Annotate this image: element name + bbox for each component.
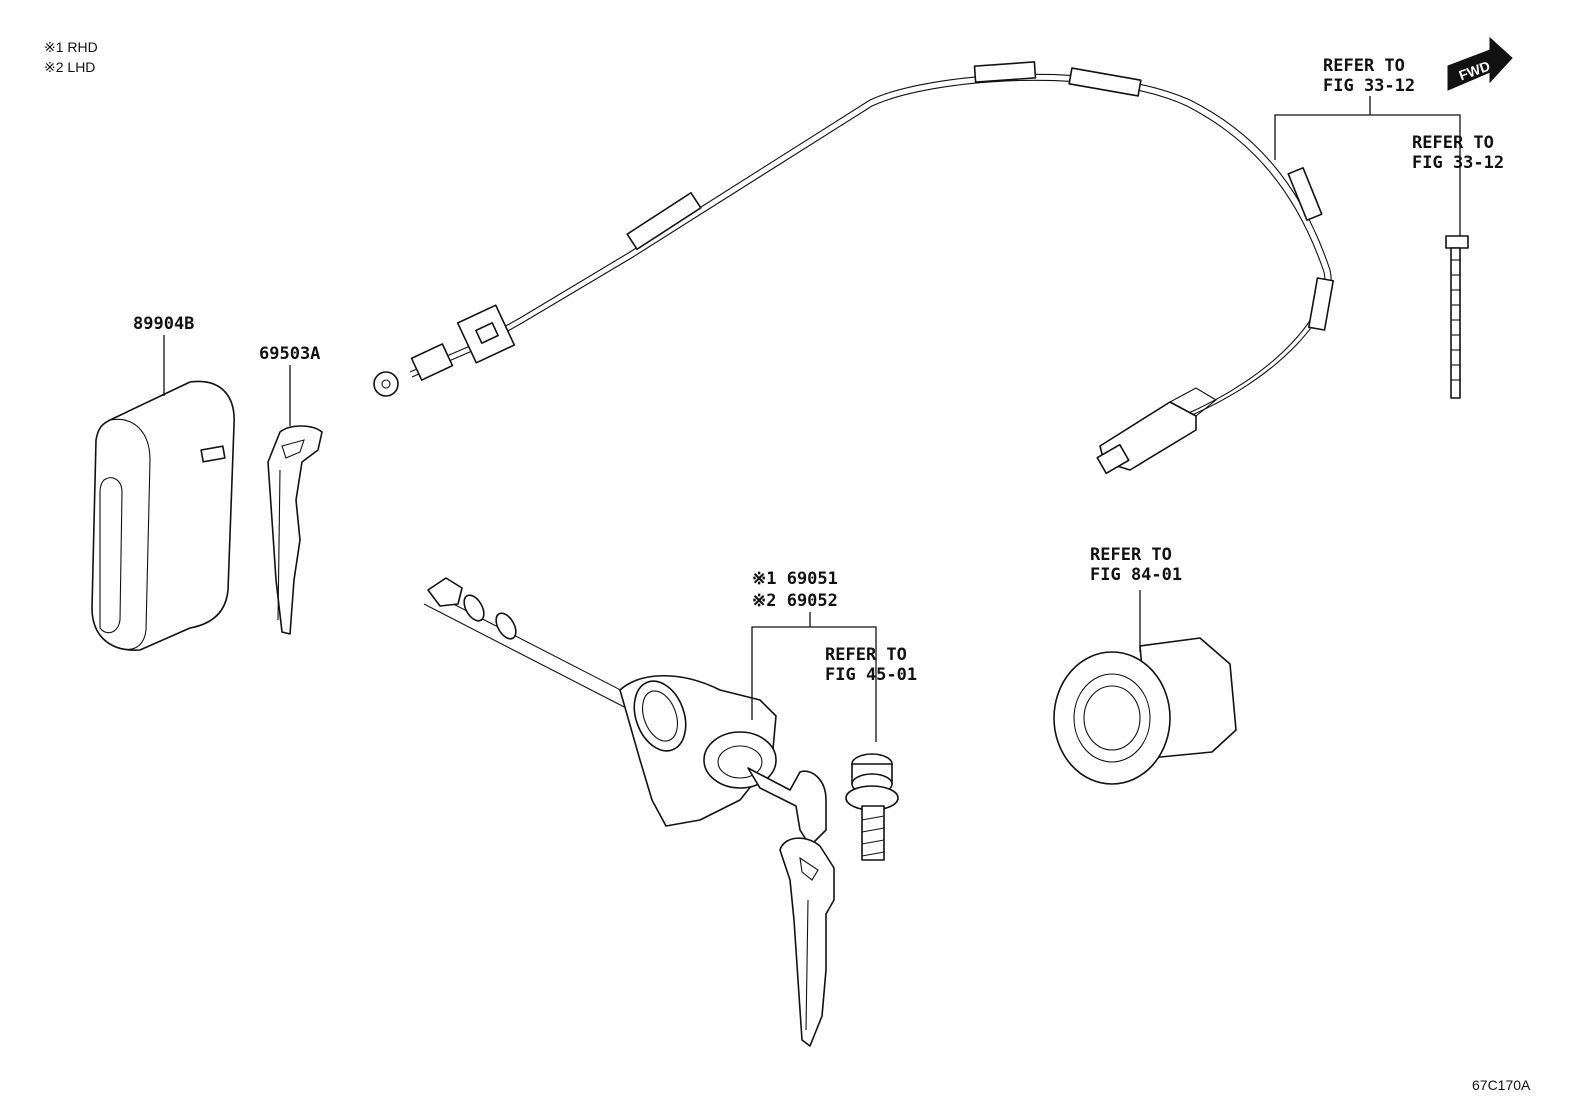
callout-line-fig-33-12 <box>1274 114 1461 236</box>
refer-fig-33-12-top-line2: FIG 33-12 <box>1323 76 1415 96</box>
part-number-69052: ※2 69052 <box>752 591 838 611</box>
push-start-switch <box>1053 637 1237 785</box>
legend-rhd: ※1 RHD <box>44 39 98 55</box>
cable-tie <box>1445 235 1469 399</box>
refer-fig-33-12-right-line1: REFER TO <box>1412 133 1494 153</box>
refer-fig-33-12-top-line1: REFER TO <box>1323 56 1405 76</box>
emergency-key <box>267 425 323 635</box>
refer-fig-45-01-line2: FIG 45-01 <box>825 665 917 685</box>
part-number-69051: ※1 69051 <box>752 569 838 589</box>
callout-line-69051 <box>751 626 877 742</box>
part-number-69503a: 69503A <box>259 344 320 364</box>
cable-assembly <box>373 61 1335 475</box>
refer-fig-84-01-line1: REFER TO <box>1090 545 1172 565</box>
screw <box>845 753 899 861</box>
door-lock-cylinder <box>423 577 835 1047</box>
refer-fig-33-12-right-line2: FIG 33-12 <box>1412 153 1504 173</box>
part-number-89904b: 89904B <box>133 314 194 334</box>
legend-lhd: ※2 LHD <box>44 59 95 75</box>
fwd-arrow-icon: FWD <box>1447 36 1513 91</box>
diagram-code: 67C170A <box>1472 1077 1531 1093</box>
smart-key-fob <box>91 380 235 651</box>
refer-fig-84-01-line2: FIG 84-01 <box>1090 565 1182 585</box>
refer-fig-45-01-line1: REFER TO <box>825 645 907 665</box>
